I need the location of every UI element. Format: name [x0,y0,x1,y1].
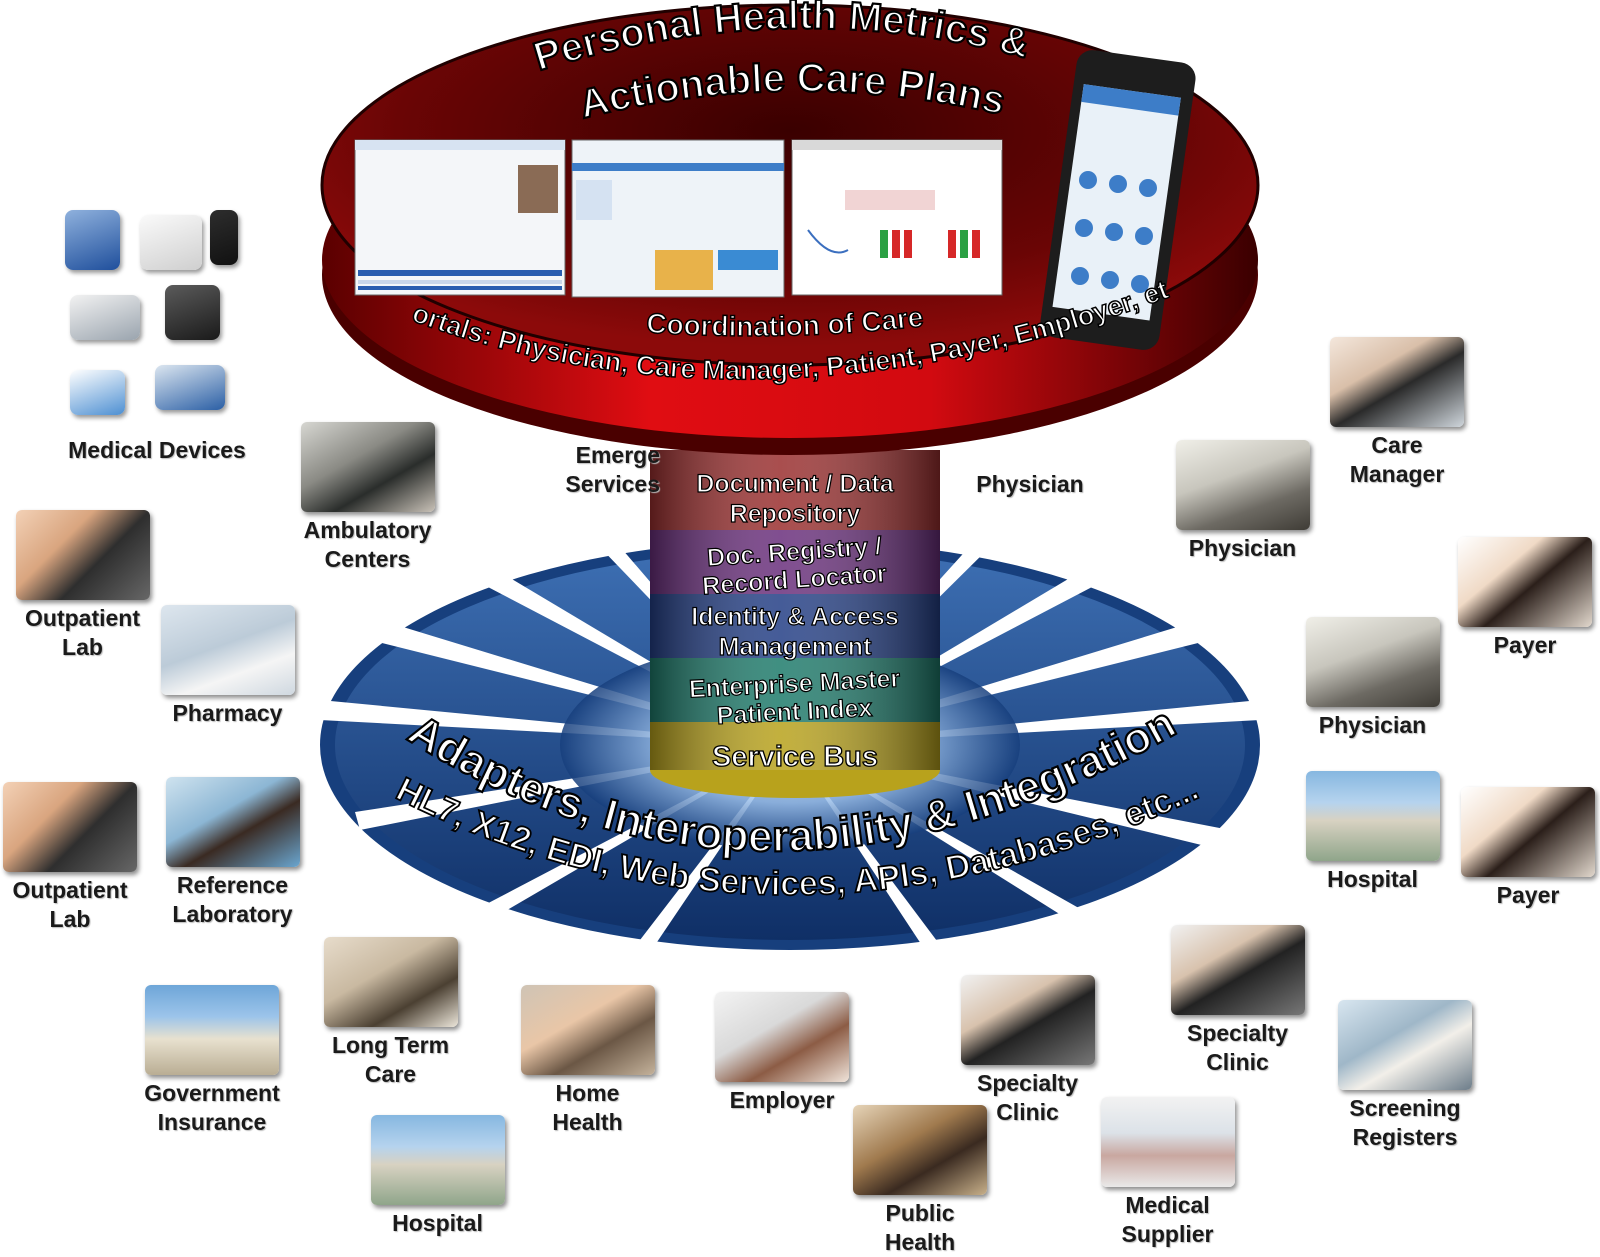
long-term-label: Long Term Care [331,1032,450,1087]
home-health-label: Home Health [552,1080,623,1135]
node-medical-supplier: Medical Supplier [1095,1097,1240,1249]
physician-2-photo [1175,440,1310,530]
hospital-bottom-label: Hospital [392,1210,483,1236]
node-payer-2: Payer [1458,787,1598,910]
portal-screenshot-2 [571,139,785,298]
public-health-label: Public Health [884,1200,956,1255]
medical-devices-cluster [60,205,250,430]
scale-icon [165,285,220,340]
payer-1-photo [1458,537,1592,627]
physician-3-photo [1305,617,1440,707]
stack-1-line2: Repository [730,500,861,528]
specialty-clinic-1-photo [960,975,1095,1065]
node-care-manager: Care Manager [1327,337,1467,489]
outpatient-lab-2-label: Outpatient Lab [12,877,128,932]
payer-2-photo [1461,787,1595,877]
node-long-term-care: Long Term Care [318,937,463,1089]
service-stack: Document / Data Repository Doc. Registry… [650,450,940,798]
node-ambulatory-centers: Ambulatory Centers [295,422,440,574]
node-physician-2: Physician [1170,440,1315,563]
portal-screenshots [354,50,1196,350]
employer-label: Employer [729,1087,835,1113]
outpatient-lab-1-label: Outpatient Lab [25,605,140,660]
node-hospital-right: Hospital [1300,771,1445,894]
spirometer-icon [155,365,225,410]
node-hospital-bottom: Hospital [365,1115,510,1238]
physician-2-label: Physician [1188,535,1297,561]
lab-microscope-photo [15,510,150,600]
wrist-monitor-icon [140,215,202,270]
hospital-bottom-photo [370,1115,505,1205]
capitol-photo [145,985,279,1075]
node-public-health: Public Health [850,1105,990,1257]
payer-2-label: Payer [1496,882,1560,908]
medical-devices-label: Medical Devices [68,437,246,463]
ambulatory-label: Ambulatory Centers [303,517,432,572]
care-manager-label: Care Manager [1349,432,1445,487]
emergency-label: Emerge Services [565,442,660,497]
medical-supplier-photo [1100,1097,1235,1187]
node-physician-top: Physician [965,466,1095,499]
hospital-right-photo [1305,771,1440,861]
specialty-1-label: Specialty Clinic [977,1070,1078,1125]
medical-supplier-label: Medical Supplier [1121,1192,1214,1247]
government-label: Government Insurance [144,1080,280,1135]
node-reference-laboratory: Reference Laboratory [155,777,310,929]
node-payer-1: Payer [1455,537,1595,660]
node-specialty-clinic-1: Specialty Clinic [955,975,1100,1127]
phone-app-icon [210,210,238,265]
smartphone [1040,50,1196,350]
node-specialty-clinic-2: Specialty Clinic [1165,925,1310,1077]
care-manager-photo [1330,337,1464,427]
employer-photo [715,992,849,1082]
pharmacy-photo [160,605,295,695]
node-home-health: Home Health [515,985,660,1137]
specialty-clinic-2-photo [1170,925,1305,1015]
node-physician-3: Physician [1300,617,1445,740]
home-health-photo [520,985,655,1075]
stack-5-line1: Service Bus [712,741,878,773]
stack-3-line2: Management [719,633,872,661]
physician-top-label: Physician [976,471,1084,497]
node-employer: Employer [707,992,857,1115]
specialty-2-label: Specialty Clinic [1187,1020,1288,1075]
reference-lab-photo [165,777,300,867]
node-emergency-services: Emerge Services [520,437,660,499]
portal-screenshot-3 [791,139,1003,296]
pharmacy-label: Pharmacy [172,700,283,726]
public-health-photo [853,1105,987,1195]
node-outpatient-lab-1: Outpatient Lab [10,510,155,662]
long-term-care-photo [323,937,458,1027]
node-screening-registers: Screening Registers [1330,1000,1480,1152]
stack-3-line1: Identity & Access [691,603,898,631]
portal-screenshot-1 [354,139,566,296]
screening-label: Screening Registers [1349,1095,1461,1150]
lab-microscope-photo-2 [3,782,137,872]
hospital-right-label: Hospital [1327,866,1418,892]
node-pharmacy: Pharmacy [155,605,300,728]
payer-1-label: Payer [1493,632,1557,658]
node-outpatient-lab-2: Outpatient Lab [0,782,140,934]
stack-1-line1: Document / Data [696,470,894,498]
pulse-oximeter-icon [70,370,125,415]
physician-3-label: Physician [1318,712,1427,738]
ambulatory-photo [300,422,435,512]
node-government-insurance: Government Insurance [132,985,292,1137]
screening-photo [1338,1000,1472,1090]
blood-pressure-icon [70,295,140,340]
glucose-meter-icon [65,210,120,270]
reference-lab-label: Reference Laboratory [172,872,293,927]
node-medical-devices: Medical Devices [52,432,262,465]
